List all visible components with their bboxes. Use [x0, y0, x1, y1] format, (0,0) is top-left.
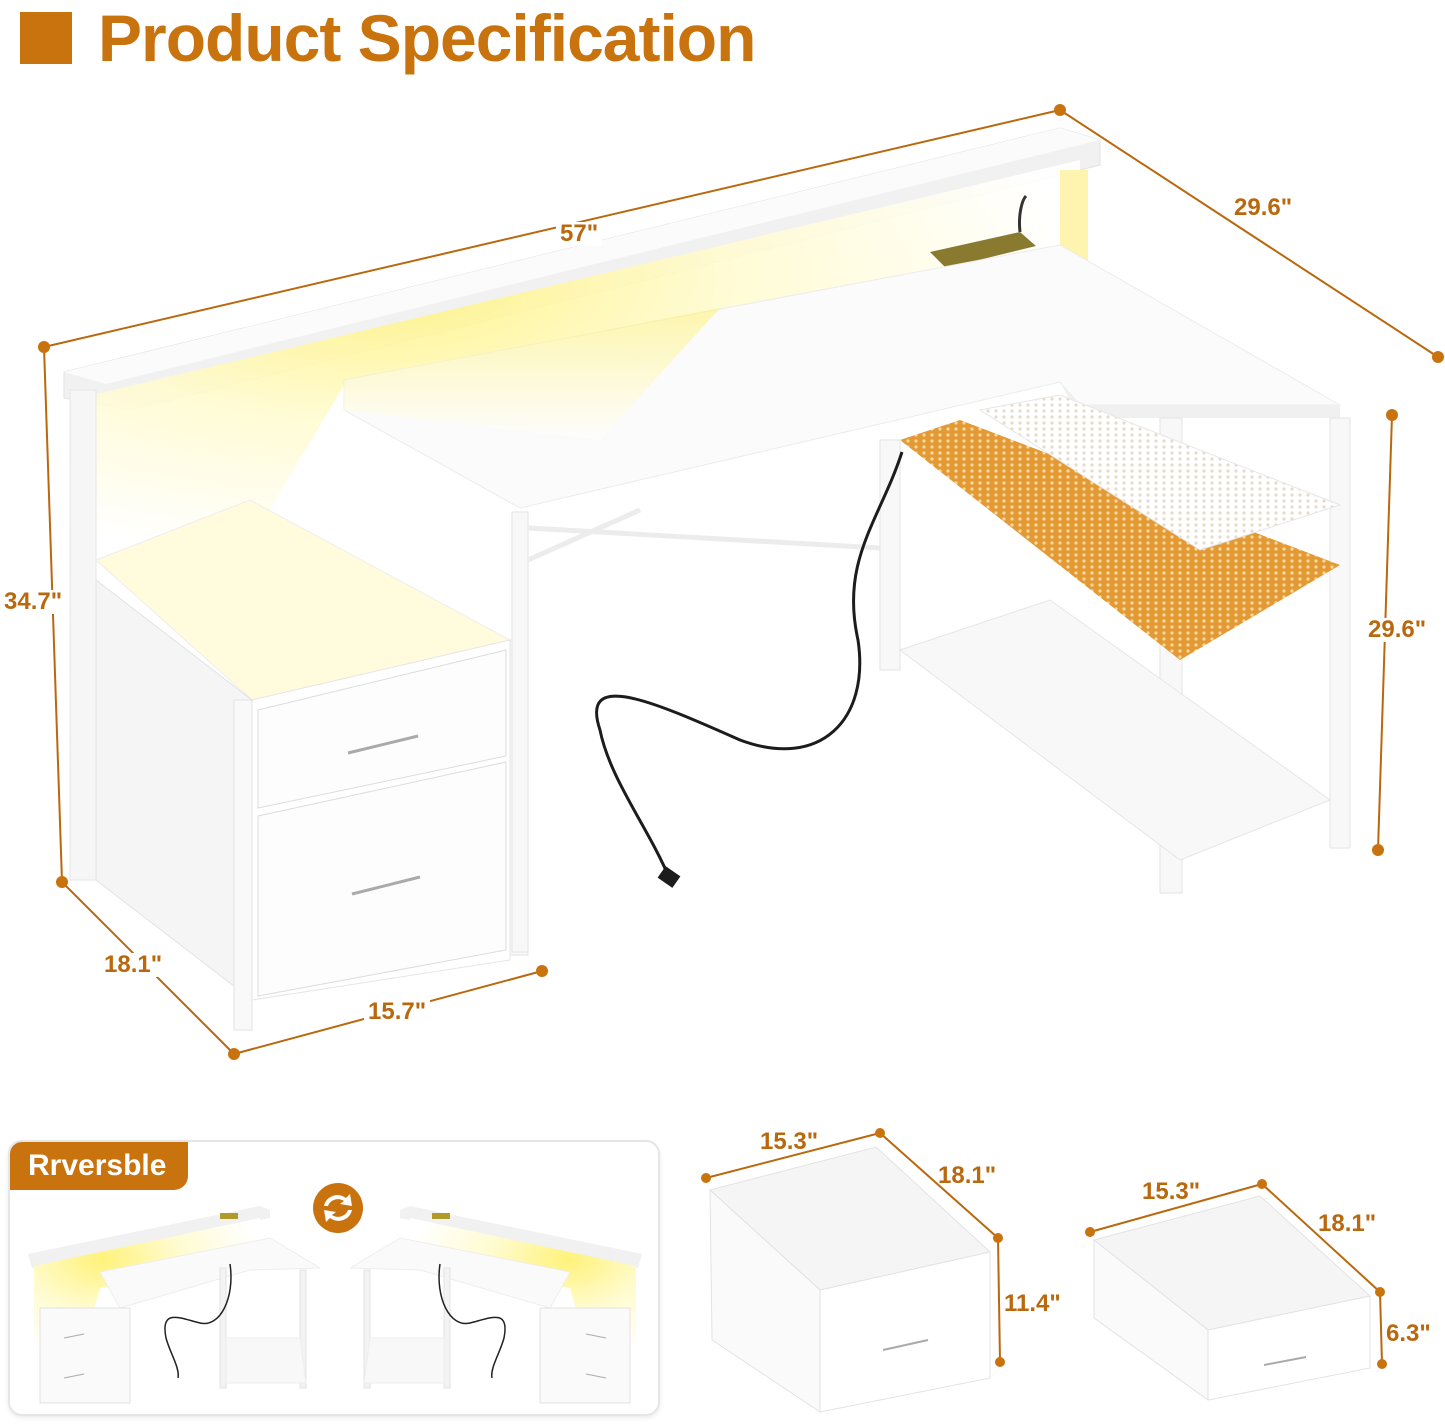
dim-cabinet-depth-label: 18.1" — [100, 953, 167, 977]
drawer1-depth-label: 18.1" — [938, 1162, 997, 1189]
file-drawer-illustration — [701, 1128, 1005, 1413]
desk-right-orientation — [350, 1206, 642, 1404]
dim-desk-height-label: 29.6" — [1364, 618, 1431, 642]
reverse-arrows-icon — [313, 1183, 363, 1233]
small-drawer-illustration — [1085, 1179, 1387, 1401]
dim-cabinet-width-label: 15.7" — [364, 1000, 431, 1024]
title-square-icon — [20, 12, 72, 64]
drawer1-width-label: 15.3" — [760, 1128, 819, 1155]
page-header: Product Specification — [20, 0, 756, 76]
desk-left-orientation — [28, 1206, 320, 1404]
drawer2-width-label: 15.3" — [1142, 1178, 1201, 1205]
reversible-badge: Rrversble — [10, 1142, 189, 1190]
dim-total-height-label: 34.7" — [0, 590, 67, 614]
dim-depth-label: 29.6" — [1230, 196, 1297, 220]
dimension-lines — [38, 104, 1444, 1060]
page-title: Product Specification — [98, 1, 756, 75]
drawer2-depth-label: 18.1" — [1318, 1210, 1377, 1237]
reversible-panel: Rrversble — [8, 1140, 660, 1416]
drawer1-height-label: 11.4" — [1004, 1290, 1061, 1317]
dim-width-label: 57" — [556, 222, 603, 246]
drawer2-height-label: 6.3" — [1386, 1320, 1431, 1347]
